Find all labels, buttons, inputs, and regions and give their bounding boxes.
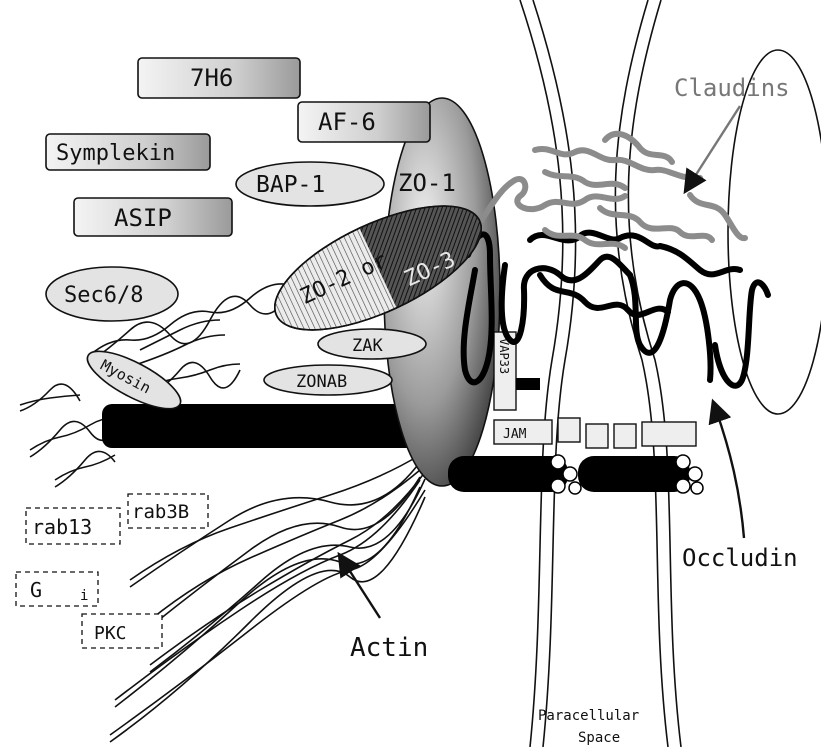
label-paracellular: Paracellular [538,708,639,724]
label-g: G [30,578,42,602]
vap33-anchor [516,378,540,390]
label-claudins: Claudins [674,74,790,102]
label-asip: ASIP [114,204,172,232]
adherens-complex [448,455,703,494]
actin-arrow [344,562,380,618]
neighbor-cell-outline [728,50,821,414]
label-symplekin: Symplekin [56,141,175,166]
vap33-label: VAP33 [497,338,511,374]
actin-bundle-bar [102,404,430,448]
zo1-label: ZO-1 [398,169,456,197]
label-7h6: 7H6 [190,64,233,92]
label-space: Space [578,730,620,746]
occludin-arrow [716,410,744,538]
label-i: i [80,588,88,604]
label-zonab: ZONAB [296,372,347,392]
cell-membranes [520,0,681,747]
label-af6: AF-6 [318,108,376,136]
claudins-arrow [690,106,740,184]
label-actin: Actin [350,633,428,663]
label-pkc: PKC [94,623,127,644]
jam-label: JAM [503,427,527,442]
label-rab13: rab13 [32,515,92,539]
label-rab3b: rab3B [132,501,189,523]
label-bap1: BAP-1 [256,172,325,198]
label-zak: ZAK [352,336,383,356]
jam-chain: JAM [494,418,696,448]
label-occludin: Occludin [682,544,798,572]
claudin-strands [478,134,745,248]
label-sec68: Sec6/8 [64,283,143,308]
